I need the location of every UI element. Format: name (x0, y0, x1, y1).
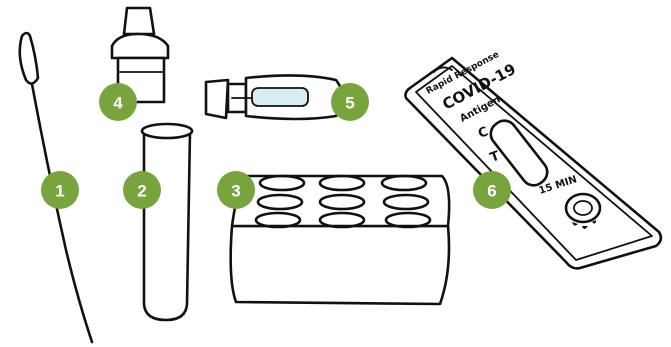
badge-number: 5 (345, 94, 354, 113)
badge-6: 6 (473, 171, 511, 209)
dropper-shoulder (112, 34, 168, 58)
badge-5: 5 (331, 83, 369, 121)
swab-stick (32, 84, 92, 342)
ampoule-illustration (206, 75, 343, 119)
badge-3: 3 (217, 171, 255, 209)
badge-number: 4 (113, 94, 123, 113)
rack-front (231, 226, 449, 304)
tube-body (144, 132, 190, 320)
ampoule-tab (206, 80, 228, 118)
buffer-liquid (252, 88, 308, 106)
rack-illustration (231, 176, 449, 304)
tube-rim (142, 124, 192, 138)
dropper-nozzle (124, 8, 154, 34)
badge-number: 1 (55, 182, 64, 201)
badge-number: 6 (487, 182, 496, 201)
badge-4: 4 (99, 83, 137, 121)
badge-2: 2 (123, 171, 161, 209)
swab-tip (20, 33, 38, 84)
rack-top (232, 176, 449, 226)
badge-number: 2 (137, 182, 146, 201)
badge-number: 3 (231, 182, 240, 201)
sample-well (566, 194, 600, 222)
badge-1: 1 (41, 171, 79, 209)
tube-illustration (142, 124, 192, 320)
